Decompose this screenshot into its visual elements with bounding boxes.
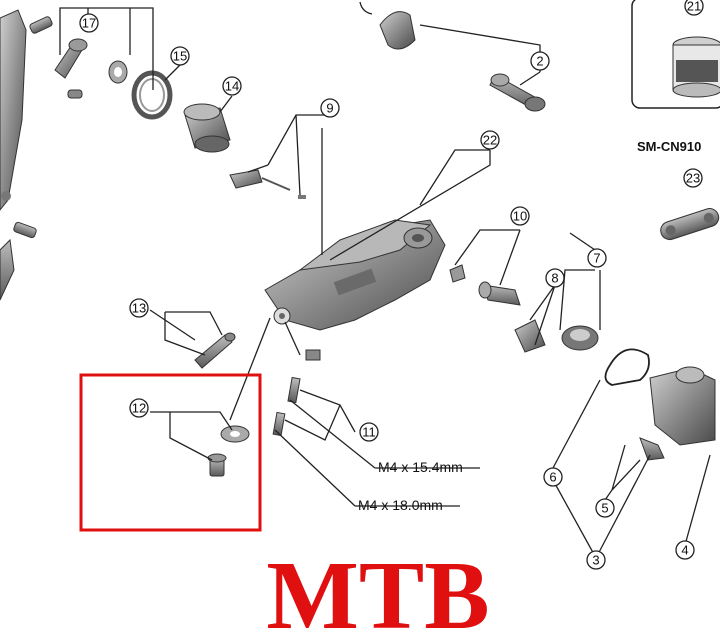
parts-right <box>449 0 720 461</box>
part-callout-17: 17 <box>79 13 99 33</box>
part-callout-7: 7 <box>587 248 607 268</box>
svg-text:2: 2 <box>536 54 543 69</box>
svg-text:3: 3 <box>592 553 599 568</box>
part-callout-23: 23 <box>683 168 703 188</box>
part-callout-5: 5 <box>595 498 615 518</box>
parts-upper-center <box>229 1 546 199</box>
derailleur-body <box>264 219 446 331</box>
parts-upper-left <box>29 16 231 153</box>
svg-text:6: 6 <box>549 470 556 485</box>
svg-text:9: 9 <box>326 101 333 116</box>
highlight-box <box>79 373 262 532</box>
part-callout-21: 21 <box>684 0 704 16</box>
svg-text:21: 21 <box>687 0 701 14</box>
part-callout-15: 15 <box>170 46 190 66</box>
part-callout-10: 10 <box>510 206 530 226</box>
svg-text:11: 11 <box>362 425 376 440</box>
svg-text:8: 8 <box>551 271 558 286</box>
callout-lines <box>59 7 711 559</box>
part-callouts: 17 15 14 9 2 22 21 10 23 7 8 13 12 11 6 … <box>79 0 704 570</box>
svg-text:13: 13 <box>132 301 146 316</box>
svg-text:5: 5 <box>601 501 608 516</box>
left-edge-parts <box>0 9 37 301</box>
part-callout-13: 13 <box>129 298 149 318</box>
part-callout-4: 4 <box>675 540 695 560</box>
part-callout-3: 3 <box>586 550 606 570</box>
part-callout-9: 9 <box>320 98 340 118</box>
part-callout-14: 14 <box>222 76 242 96</box>
svg-text:7: 7 <box>593 251 600 266</box>
part-callout-12: 12 <box>129 398 149 418</box>
svg-text:17: 17 <box>82 16 96 31</box>
svg-text:23: 23 <box>686 171 700 186</box>
bolt-spec-label-18-0: M4 x 18.0mm <box>358 497 443 513</box>
svg-text:15: 15 <box>173 49 187 64</box>
part-callout-22: 22 <box>480 130 500 150</box>
svg-text:10: 10 <box>513 209 527 224</box>
part-callout-6: 6 <box>543 467 563 487</box>
part-callout-8: 8 <box>545 268 565 288</box>
brand-text: MTB <box>266 542 489 639</box>
part-callout-11: 11 <box>359 422 379 442</box>
svg-text:4: 4 <box>681 543 688 558</box>
svg-text:12: 12 <box>132 401 146 416</box>
chain-model-label: SM-CN910 <box>637 139 701 154</box>
svg-text:14: 14 <box>225 79 239 94</box>
svg-text:22: 22 <box>483 133 497 148</box>
bolt-spec-label-15-4: M4 x 15.4mm <box>378 459 463 475</box>
part-callout-2: 2 <box>530 51 550 71</box>
